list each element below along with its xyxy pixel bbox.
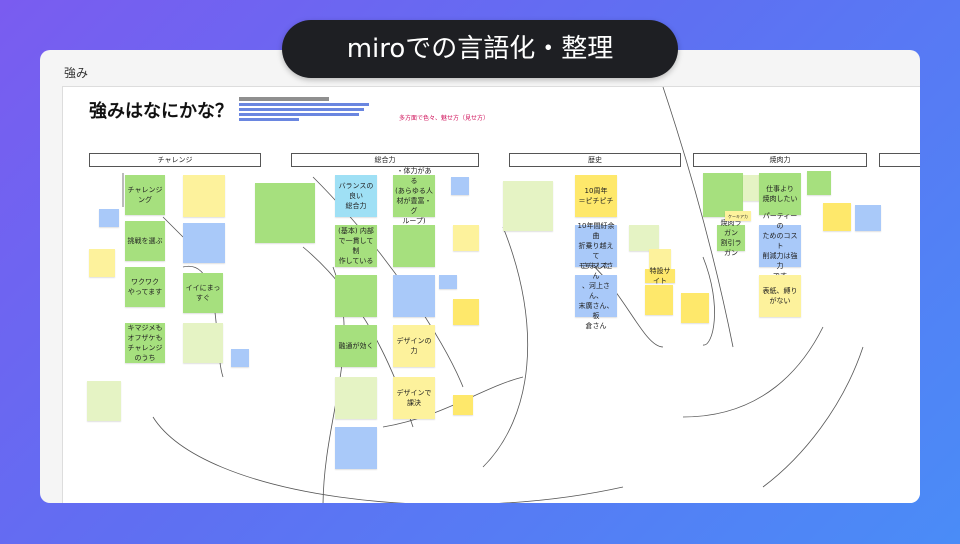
note-mini-green-2[interactable] bbox=[629, 225, 659, 251]
note-mini-yellow-2[interactable] bbox=[453, 225, 479, 251]
note-iini-mazu[interactable]: イイにまっすぐ bbox=[183, 273, 223, 313]
note-shigoto[interactable]: 仕事より焼肉したい bbox=[759, 173, 801, 215]
note-yakiniku-ragan[interactable]: 焼肉ラガン割引ラガン bbox=[717, 219, 745, 257]
board-frame: 強み 強みはなにかな？ 多方面で色々、魅せ方（見せ方） チャレンジ 総合力 歴史… bbox=[40, 50, 920, 503]
board-title: 強みはなにかな？ bbox=[89, 101, 233, 122]
note-kihon[interactable]: (基本) 内部で一貫して制作している bbox=[335, 225, 377, 267]
column-header-history[interactable]: 歴史 bbox=[509, 153, 681, 167]
note-mini-blue-3[interactable] bbox=[451, 177, 469, 195]
board-subtitle: 多方面で色々、魅せ方（見せ方） bbox=[399, 115, 490, 122]
note-party[interactable]: パーティーのためのコスト削減力は強力です bbox=[759, 212, 801, 280]
note-mini-green-1[interactable] bbox=[87, 381, 121, 421]
note-mini-blue-1[interactable] bbox=[99, 209, 119, 227]
title-banner: miroでの言語化・整理 bbox=[282, 20, 678, 78]
note-challenge-select[interactable]: 挑戦を選ぶ bbox=[125, 221, 165, 261]
note-kemoa[interactable]: ケーキアカ bbox=[725, 211, 751, 221]
note-design-solve[interactable]: デザインで課決 bbox=[393, 377, 435, 419]
note-mini-green-4[interactable] bbox=[807, 171, 831, 195]
note-small-green-3[interactable] bbox=[335, 275, 377, 317]
note-wakuwaku[interactable]: ワクワクやってます bbox=[125, 267, 165, 307]
note-small-green-2[interactable] bbox=[393, 225, 435, 267]
note-mini-blue-5[interactable] bbox=[855, 205, 881, 231]
note-mini-yellow-5[interactable] bbox=[649, 249, 671, 271]
note-small-green-1[interactable] bbox=[183, 323, 223, 363]
note-small-blue-2[interactable] bbox=[393, 275, 435, 317]
column-header-yakiniku[interactable]: 焼肉力 bbox=[693, 153, 867, 167]
note-mini-yellow-6[interactable] bbox=[645, 285, 673, 315]
note-history-lines[interactable] bbox=[503, 181, 553, 231]
note-mini-blue-4[interactable] bbox=[439, 275, 457, 289]
note-small-green-4[interactable] bbox=[335, 377, 377, 419]
note-design-power[interactable]: デザインの力 bbox=[393, 325, 435, 367]
note-mini-yellow-8[interactable] bbox=[823, 203, 851, 231]
note-small-green-5[interactable] bbox=[703, 173, 743, 217]
note-mini-yellow-7[interactable] bbox=[681, 293, 709, 323]
note-small-blue-3[interactable] bbox=[335, 427, 377, 469]
frame-label: 強み bbox=[64, 66, 89, 80]
note-challenging[interactable]: チャレンジング bbox=[125, 175, 165, 215]
note-mini-yellow-4[interactable] bbox=[453, 395, 473, 415]
miro-canvas[interactable]: 強みはなにかな？ 多方面で色々、魅せ方（見せ方） チャレンジ 総合力 歴史 焼肉… bbox=[62, 86, 920, 503]
note-small-blue-1[interactable] bbox=[183, 223, 225, 263]
link-text-block bbox=[239, 97, 369, 121]
note-ten-years[interactable]: 10周年＝ピチピチ bbox=[575, 175, 617, 217]
note-mini-yellow-1[interactable] bbox=[89, 249, 115, 277]
note-stamina[interactable]: ・体力がある(あらゆる人材が豊富・グループ) bbox=[393, 167, 435, 225]
note-large-description[interactable] bbox=[255, 183, 315, 243]
note-mini-blue-2[interactable] bbox=[231, 349, 249, 367]
note-yuzu[interactable]: 融通が効く bbox=[335, 325, 377, 367]
note-balance[interactable]: バランスの良い総合力 bbox=[335, 175, 377, 217]
note-ten-years-detail[interactable]: 10年間紆余曲折乗り越えてきました bbox=[575, 222, 617, 270]
note-hyoushi[interactable]: 表紙、縛りがない bbox=[759, 275, 801, 317]
column-header-challenge[interactable]: チャレンジ bbox=[89, 153, 261, 167]
column-header-extra[interactable] bbox=[879, 153, 920, 167]
note-small-yellow-1[interactable] bbox=[183, 175, 225, 217]
note-mini-yellow-3[interactable] bbox=[453, 299, 479, 325]
column-header-total[interactable]: 総合力 bbox=[291, 153, 479, 167]
note-kimajime[interactable]: キマジメもオフザケもチャレンジのうち bbox=[125, 323, 165, 363]
note-special-site[interactable]: 特設サイト bbox=[645, 267, 675, 285]
